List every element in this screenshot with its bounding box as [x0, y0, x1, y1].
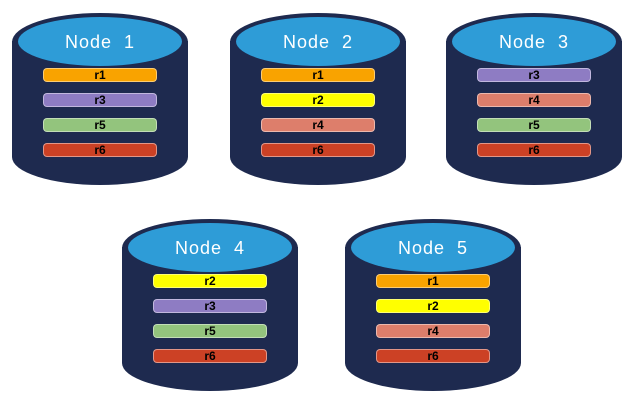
node-3: Node 3 r3 r4 r5 r6 — [446, 13, 622, 185]
cylinder-top: Node 2 — [236, 17, 400, 66]
node-title: Node 2 — [282, 32, 354, 52]
replica-bar: r6 — [376, 349, 490, 363]
replica-bar-list: r2 r3 r5 r6 — [153, 274, 267, 374]
replica-bar-list: r1 r3 r5 r6 — [43, 68, 157, 168]
replica-bar: r6 — [43, 143, 157, 157]
replica-bar-list: r1 r2 r4 r6 — [376, 274, 490, 374]
replica-bar: r2 — [376, 299, 490, 313]
node-title: Node 4 — [174, 238, 246, 258]
replica-label: r5 — [204, 324, 216, 338]
replica-bar: r4 — [376, 324, 490, 338]
replica-bar: r1 — [261, 68, 375, 82]
replica-label: r3 — [204, 299, 216, 313]
replica-bar: r6 — [477, 143, 591, 157]
cylinder-top: Node 4 — [128, 223, 292, 272]
node-2: Node 2 r1 r2 r4 r6 — [230, 13, 406, 185]
replica-label: r1 — [427, 274, 439, 288]
node-4: Node 4 r2 r3 r5 r6 — [122, 219, 298, 391]
replica-label: r4 — [427, 324, 439, 338]
replica-label: r5 — [528, 118, 540, 132]
replica-label: r3 — [528, 68, 540, 82]
replica-bar: r5 — [43, 118, 157, 132]
replica-bar: r1 — [376, 274, 490, 288]
replica-bar: r6 — [153, 349, 267, 363]
replica-bar: r5 — [477, 118, 591, 132]
replica-bar: r6 — [261, 143, 375, 157]
replica-bar: r4 — [261, 118, 375, 132]
node-title: Node 5 — [397, 238, 469, 258]
replica-bar: r2 — [261, 93, 375, 107]
replica-label: r4 — [312, 118, 324, 132]
cylinder-top: Node 1 — [18, 17, 182, 66]
replica-label: r2 — [427, 299, 439, 313]
replica-label: r4 — [528, 93, 540, 107]
node-5: Node 5 r1 r2 r4 r6 — [345, 219, 521, 391]
replica-bar: r4 — [477, 93, 591, 107]
cylinder-top: Node 5 — [351, 223, 515, 272]
replica-label: r2 — [312, 93, 324, 107]
replica-label: r1 — [94, 68, 106, 82]
node-title: Node 3 — [498, 32, 570, 52]
replica-label: r3 — [94, 93, 106, 107]
replica-bar: r5 — [153, 324, 267, 338]
replica-label: r6 — [528, 143, 540, 157]
replica-bar: r3 — [477, 68, 591, 82]
replica-bar: r1 — [43, 68, 157, 82]
replica-bar: r3 — [43, 93, 157, 107]
node-title: Node 1 — [64, 32, 136, 52]
replica-bar-list: r1 r2 r4 r6 — [261, 68, 375, 168]
replica-label: r2 — [204, 274, 216, 288]
replica-bar: r3 — [153, 299, 267, 313]
replica-label: r1 — [312, 68, 324, 82]
cylinder-top: Node 3 — [452, 17, 616, 66]
replica-label: r6 — [94, 143, 106, 157]
node-1: Node 1 r1 r3 r5 r6 — [12, 13, 188, 185]
replica-bar: r2 — [153, 274, 267, 288]
replica-label: r6 — [204, 349, 216, 363]
replica-bar-list: r3 r4 r5 r6 — [477, 68, 591, 168]
replica-label: r6 — [427, 349, 439, 363]
replica-label: r6 — [312, 143, 324, 157]
replica-label: r5 — [94, 118, 106, 132]
